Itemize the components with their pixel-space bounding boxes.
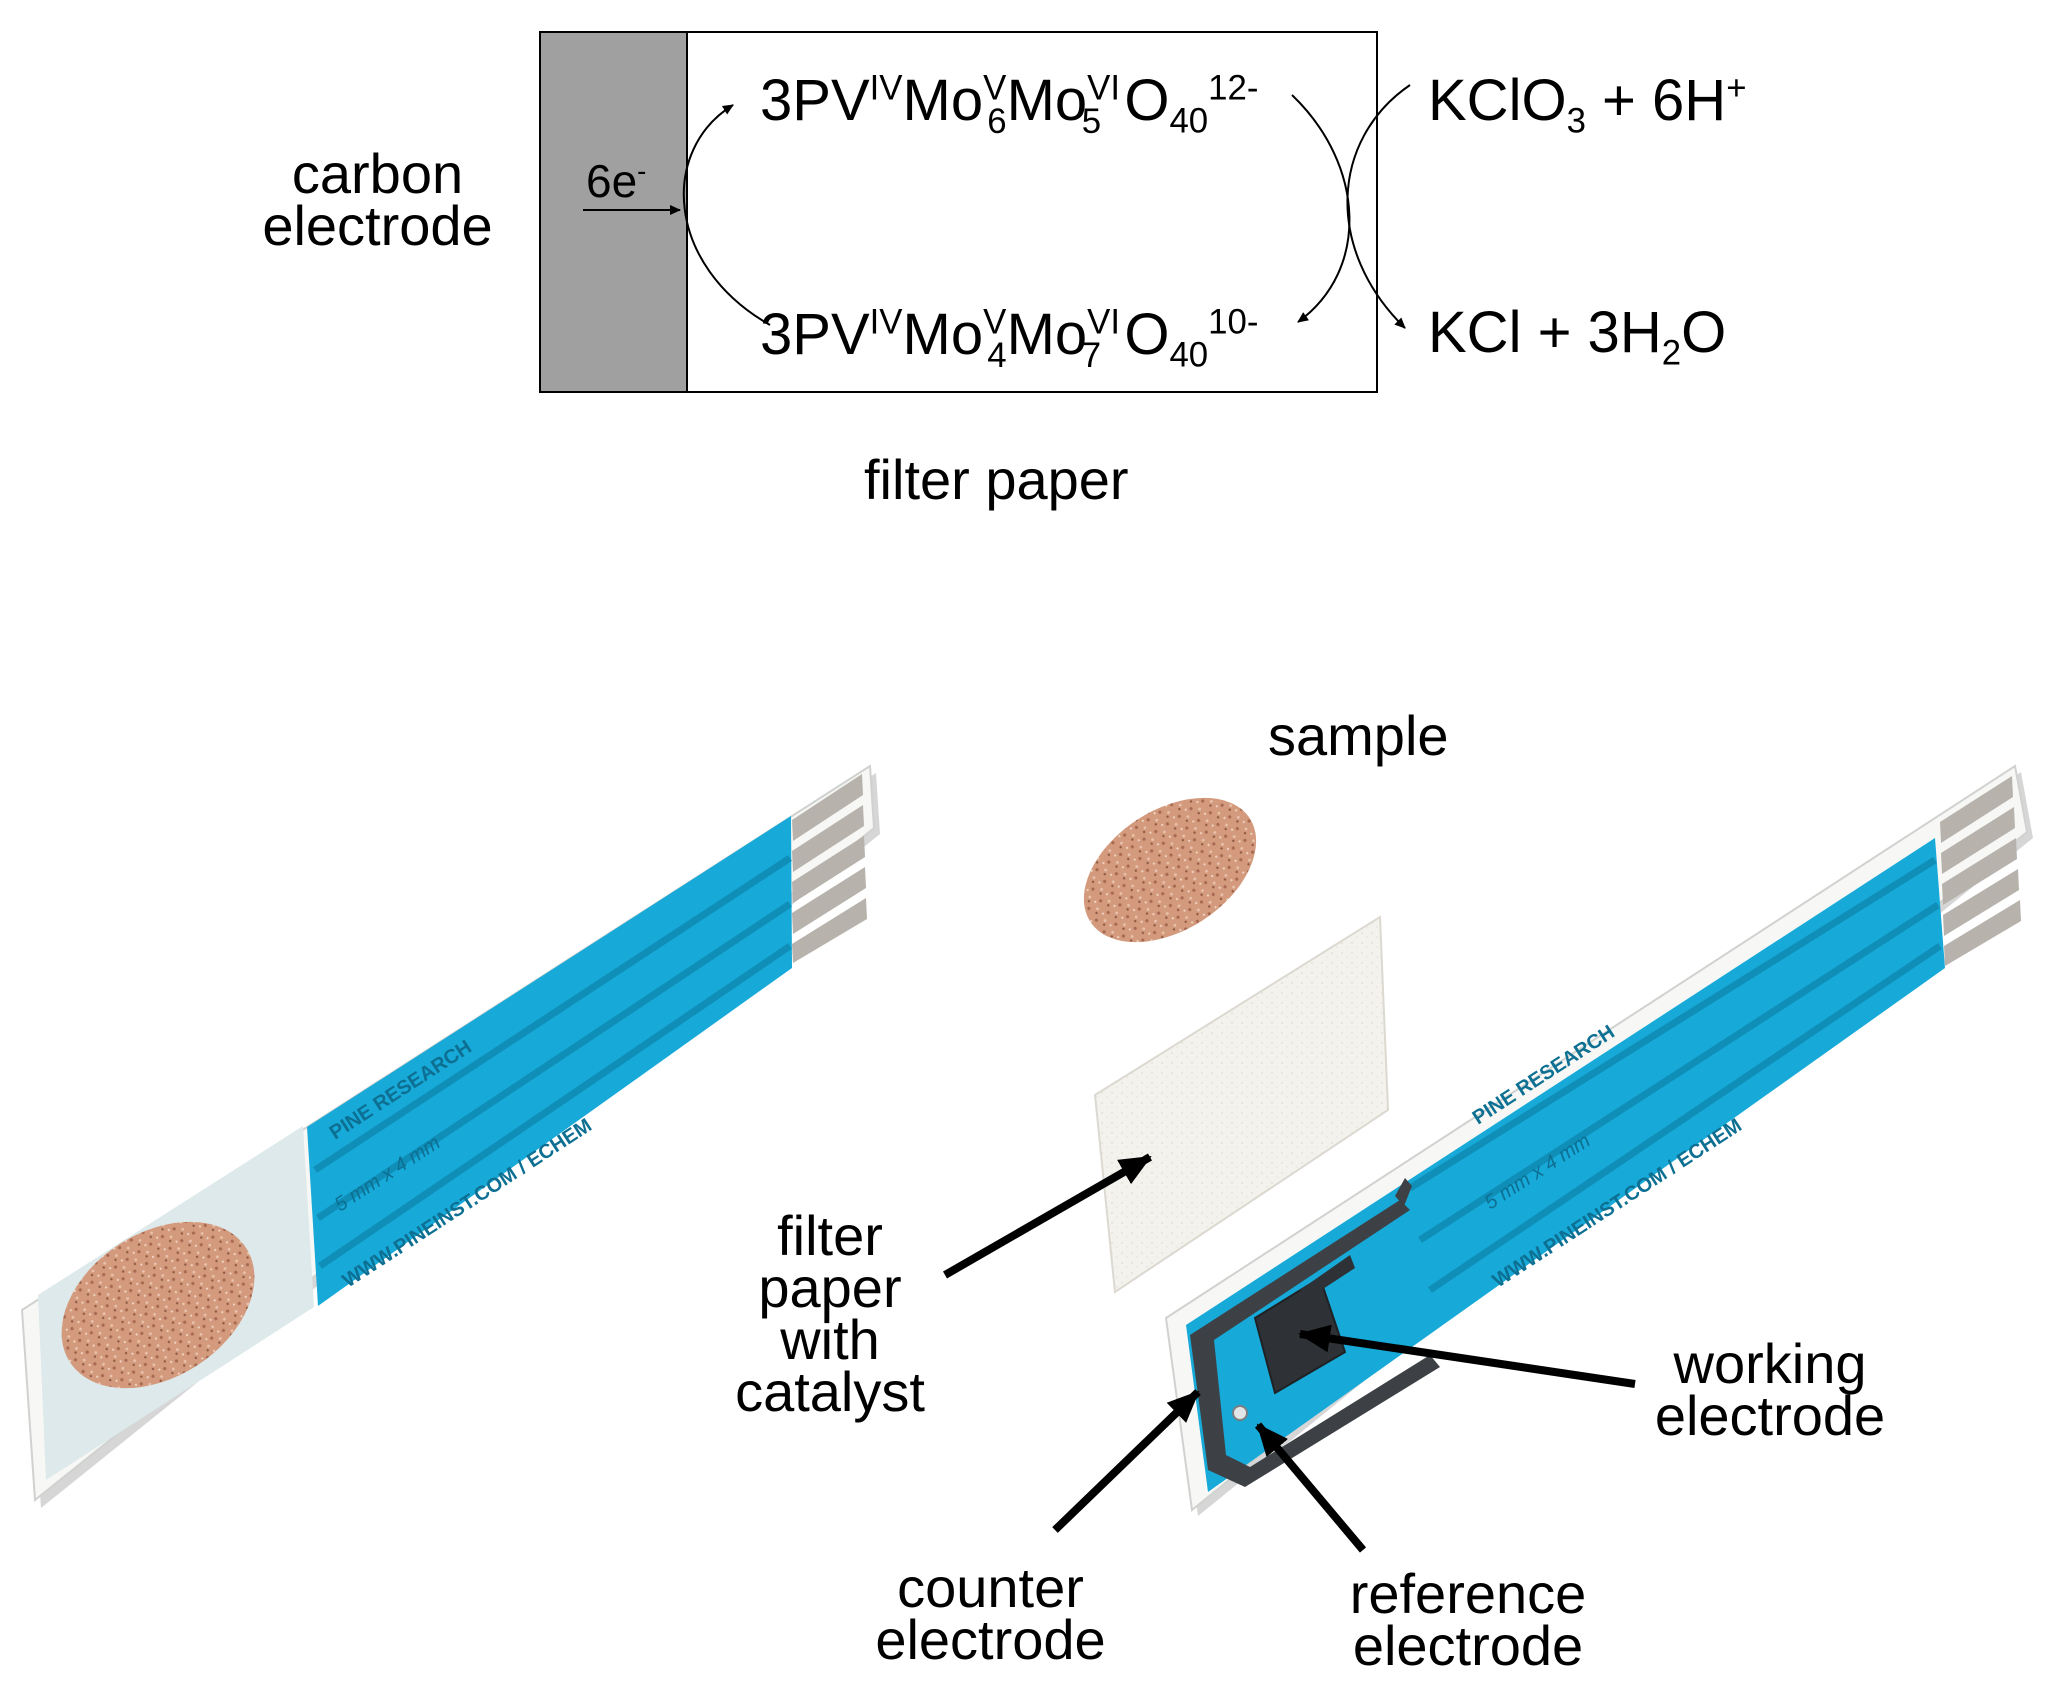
counter-electrode — [1190, 1200, 1440, 1487]
working-electrode-label: working electrode — [1654, 1332, 1886, 1448]
left-strip-trace-3 — [318, 943, 792, 1269]
working-electrode-lead — [1300, 1255, 1355, 1300]
left-contact-pad — [792, 867, 866, 934]
counter-electrode-label: counter electrode — [875, 1556, 1106, 1672]
product-formula: KCl + 3H2O — [1428, 304, 1726, 371]
oxidation-arc-arrow — [1291, 94, 1351, 323]
right-contact-pad — [1944, 900, 2021, 966]
proton-charge: + — [1726, 68, 1747, 108]
filter-paper-box — [686, 31, 1378, 393]
right-contact-pad — [1940, 776, 2013, 843]
right-strip-blue-area — [1186, 838, 1945, 1492]
left-test-strip: PINE RESEARCH 5 mm x 4 mm WWW.PINEINST.C… — [20, 764, 880, 1508]
mo-count: 4 — [987, 335, 1007, 375]
right-strip-trace-1 — [1408, 857, 1937, 1191]
electrons-charge: - — [637, 155, 647, 187]
electrons-text: 6e — [586, 155, 638, 207]
counter-electrode-callout-arrow — [1052, 1389, 1201, 1533]
right-contact-pad — [1943, 869, 2019, 936]
left-contact-pad — [792, 774, 863, 841]
filter-paper-catalyst-label: filter paper with catalyst — [735, 1204, 925, 1424]
mo-symbol: Mo — [902, 68, 984, 133]
pom-prefix: 3PV — [760, 302, 870, 367]
left-contact-pad — [792, 805, 864, 872]
chlorate-symbol: KClO — [1428, 68, 1567, 133]
carbon-electrode-label: carbon electrode — [262, 142, 493, 258]
chlorate-o-count: 3 — [1566, 101, 1586, 141]
mo-count: 5 — [1081, 101, 1102, 141]
reference-electrode-callout-arrow — [1254, 1422, 1367, 1553]
left-contact-pad — [792, 898, 867, 963]
mo-oxidation-state: V — [983, 68, 1007, 108]
pom-charge: 12- — [1208, 68, 1259, 108]
working-electrode-callout-arrow — [1298, 1324, 1636, 1388]
right-strip-trace-2 — [1418, 902, 1940, 1243]
mo-oxidation-state: VI — [1087, 68, 1121, 108]
o-symbol: O — [1124, 302, 1170, 367]
pom-prefix: 3PV — [760, 68, 870, 133]
left-contact-pad — [792, 836, 865, 903]
left-strip-sample-deposit — [61, 1221, 255, 1389]
mo-symbol: Mo — [1006, 68, 1088, 133]
counter-electrode-lead — [1395, 1178, 1412, 1206]
o-count: 40 — [1169, 335, 1209, 375]
mo-count: 6 — [987, 101, 1007, 141]
filter-paper-label: filter paper — [864, 448, 1129, 511]
reaction-scheme — [539, 31, 1411, 393]
water-o-symbol: O — [1681, 300, 1727, 365]
left-strip-trace-1 — [313, 855, 792, 1173]
chlorate-reduction-arc-arrow — [1346, 84, 1411, 329]
filter-paper-callout-arrow — [943, 1153, 1152, 1279]
proton-symbol: + 6H — [1585, 68, 1727, 133]
mo-oxidation-state: VI — [1087, 302, 1121, 342]
reference-electrode-dot — [1232, 1405, 1248, 1421]
left-strip-trace-2 — [316, 901, 792, 1221]
right-strip-trace-3 — [1428, 943, 1942, 1293]
right-contact-pad — [1942, 838, 2017, 905]
o-count: 40 — [1169, 101, 1209, 141]
right-test-strip: PINE RESEARCH 5 mm x 4 mm WWW.PINEINST.C… — [1164, 764, 2033, 1516]
mo-symbol: Mo — [902, 302, 984, 367]
reactant-formula: KClO3 + 6H+ — [1428, 68, 1747, 139]
mo-oxidation-state: V — [983, 302, 1007, 342]
carbon-electrode-block — [539, 31, 688, 393]
reference-electrode-label: reference electrode — [1349, 1562, 1587, 1678]
right-strip-contacts — [1940, 776, 2021, 966]
regeneration-arc-arrow — [682, 104, 771, 326]
o-symbol: O — [1124, 68, 1170, 133]
v-oxidation-state: IV — [869, 302, 903, 342]
water-h-count: 2 — [1661, 333, 1682, 373]
sample-powder — [1083, 797, 1257, 943]
v-oxidation-state: IV — [869, 68, 903, 108]
filter-paper-sheet — [1093, 915, 1390, 1294]
mo-symbol: Mo — [1006, 302, 1088, 367]
left-strip-contacts — [792, 774, 867, 963]
right-contact-pad — [1941, 807, 2015, 874]
product-kcl-water: KCl + 3H — [1428, 300, 1662, 365]
electrons-label: 6e- — [586, 155, 647, 207]
sample-label: sample — [1268, 704, 1449, 767]
pom-charge: 10- — [1208, 302, 1259, 342]
mo-count: 7 — [1081, 335, 1102, 375]
